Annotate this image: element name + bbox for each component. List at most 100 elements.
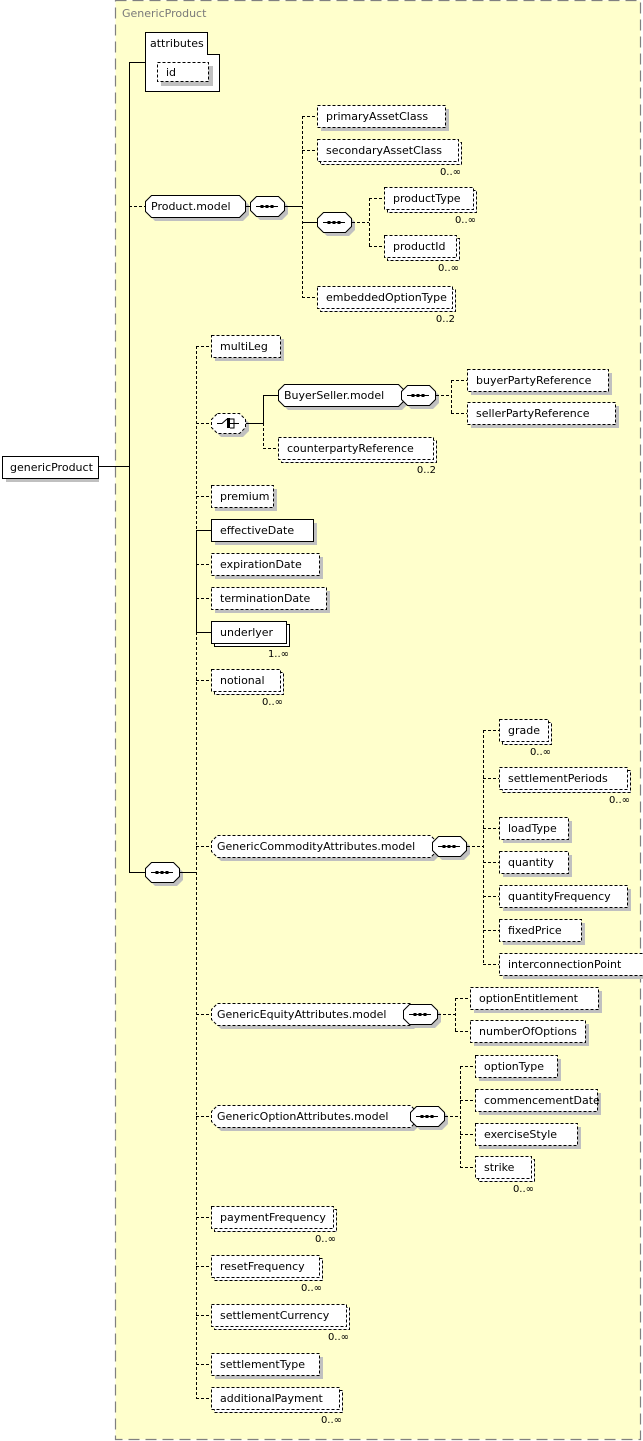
element-box (317, 286, 453, 309)
element-multi-leg[interactable]: multiLeg (211, 335, 285, 362)
choice-compositor[interactable] (211, 413, 250, 438)
element-box (475, 1089, 598, 1112)
element-box (317, 139, 459, 162)
cardinality-label: 0..∞ (609, 795, 630, 806)
model-group-generic-option-attributes-model[interactable]: GenericOptionAttributes.model (211, 1105, 421, 1132)
model-group-generic-equity-attributes-model[interactable]: GenericEquityAttributes.model (211, 1003, 421, 1030)
element-buyer-party-reference[interactable]: buyerPartyReference (467, 369, 613, 396)
element-label: exerciseStyle (484, 1128, 557, 1141)
sequence-compositor[interactable] (145, 862, 184, 887)
element-quantity[interactable]: quantity (499, 851, 573, 878)
cardinality-label: 0..∞ (530, 747, 551, 758)
cardinality-label: 0..∞ (513, 1184, 534, 1195)
generic-product-group: GenericProduct (114, 0, 642, 1441)
attribute-label: id (166, 66, 176, 79)
element-option-type[interactable]: optionType (475, 1055, 562, 1082)
element-interconnection-point[interactable]: interconnectionPoint (499, 953, 643, 980)
group-border (114, 0, 642, 1441)
element-box (384, 187, 474, 210)
element-fixed-price[interactable]: fixedPrice (499, 919, 586, 946)
element-label: productId (393, 240, 446, 253)
cardinality-label: 1..∞ (268, 649, 289, 660)
element-box (211, 485, 274, 508)
element-product-id[interactable]: productId 0..∞ (384, 235, 461, 275)
element-label: paymentFrequency (220, 1211, 326, 1224)
element-box (470, 1020, 586, 1043)
attribute-box (157, 62, 209, 82)
sequence-compositor[interactable] (432, 836, 471, 861)
element-label: effectiveDate (220, 524, 294, 537)
element-label: primaryAssetClass (326, 110, 428, 123)
cardinality-label: 0..∞ (440, 167, 461, 178)
element-quantity-frequency[interactable]: quantityFrequency (499, 885, 632, 912)
element-box (499, 919, 582, 942)
element-box (211, 335, 281, 358)
root-element-generic-product[interactable]: genericProduct (2, 456, 100, 483)
element-box (211, 553, 320, 576)
sequence-compositor[interactable] (317, 212, 356, 237)
element-effective-date[interactable]: effectiveDate (211, 519, 318, 546)
element-label: optionType (484, 1060, 544, 1073)
element-load-type[interactable]: loadType (499, 817, 573, 844)
element-expiration-date[interactable]: expirationDate (211, 553, 324, 580)
model-group-product-model[interactable]: Product.model (145, 195, 250, 222)
element-label: interconnectionPoint (508, 958, 622, 971)
group-title: GenericProduct (122, 7, 207, 20)
cardinality-label: 0..∞ (455, 215, 476, 226)
element-box (278, 437, 434, 460)
group-box (278, 384, 405, 407)
cardinality-label: 0..∞ (438, 263, 459, 274)
element-termination-date[interactable]: terminationDate (211, 587, 331, 614)
element-box (475, 1123, 578, 1146)
element-box (499, 817, 569, 840)
element-label: resetFrequency (220, 1260, 305, 1273)
group-label: GenericCommodityAttributes.model (217, 840, 415, 853)
element-premium[interactable]: premium (211, 485, 278, 512)
element-box (317, 105, 446, 128)
element-number-of-options[interactable]: numberOfOptions (470, 1020, 590, 1047)
element-label: productType (393, 192, 461, 205)
cardinality-label: 0..∞ (301, 1283, 322, 1294)
element-settlement-currency[interactable]: settlementCurrency 0..∞ (211, 1304, 351, 1344)
cardinality-label: 0..2 (436, 314, 455, 325)
attribute-id[interactable]: id (157, 62, 214, 87)
element-label: sellerPartyReference (476, 407, 590, 420)
element-label: optionEntitlement (479, 992, 579, 1005)
model-group-generic-commodity-attributes-model[interactable]: GenericCommodityAttributes.model (211, 835, 441, 862)
element-box (475, 1055, 558, 1078)
sequence-compositor[interactable] (401, 385, 440, 410)
element-settlement-type[interactable]: settlementType (211, 1353, 324, 1380)
element-commencement-date[interactable]: commencementDate (475, 1089, 602, 1116)
element-reset-frequency[interactable]: resetFrequency 0..∞ (211, 1255, 324, 1295)
element-product-type[interactable]: productType 0..∞ (384, 187, 478, 227)
element-option-entitlement[interactable]: optionEntitlement (470, 987, 603, 1014)
cardinality-label: 0..2 (417, 465, 436, 476)
element-box (467, 402, 616, 425)
sequence-icon (323, 221, 345, 224)
element-label: counterpartyReference (287, 442, 414, 455)
element-label: expirationDate (220, 558, 302, 571)
sequence-compositor[interactable] (403, 1004, 442, 1029)
element-label: settlementCurrency (220, 1309, 330, 1322)
cardinality-label: 0..∞ (328, 1332, 349, 1343)
sequence-compositor[interactable] (250, 196, 289, 221)
element-primary-asset-class[interactable]: primaryAssetClass (317, 105, 450, 132)
element-label: loadType (508, 822, 557, 835)
sequence-compositor[interactable] (410, 1106, 449, 1131)
element-box (384, 235, 457, 258)
choice-icon (217, 418, 239, 429)
element-exercise-style[interactable]: exerciseStyle (475, 1123, 582, 1150)
element-seller-party-reference[interactable]: sellerPartyReference (467, 402, 620, 429)
model-group-buyer-seller-model[interactable]: BuyerSeller.model (278, 384, 409, 411)
